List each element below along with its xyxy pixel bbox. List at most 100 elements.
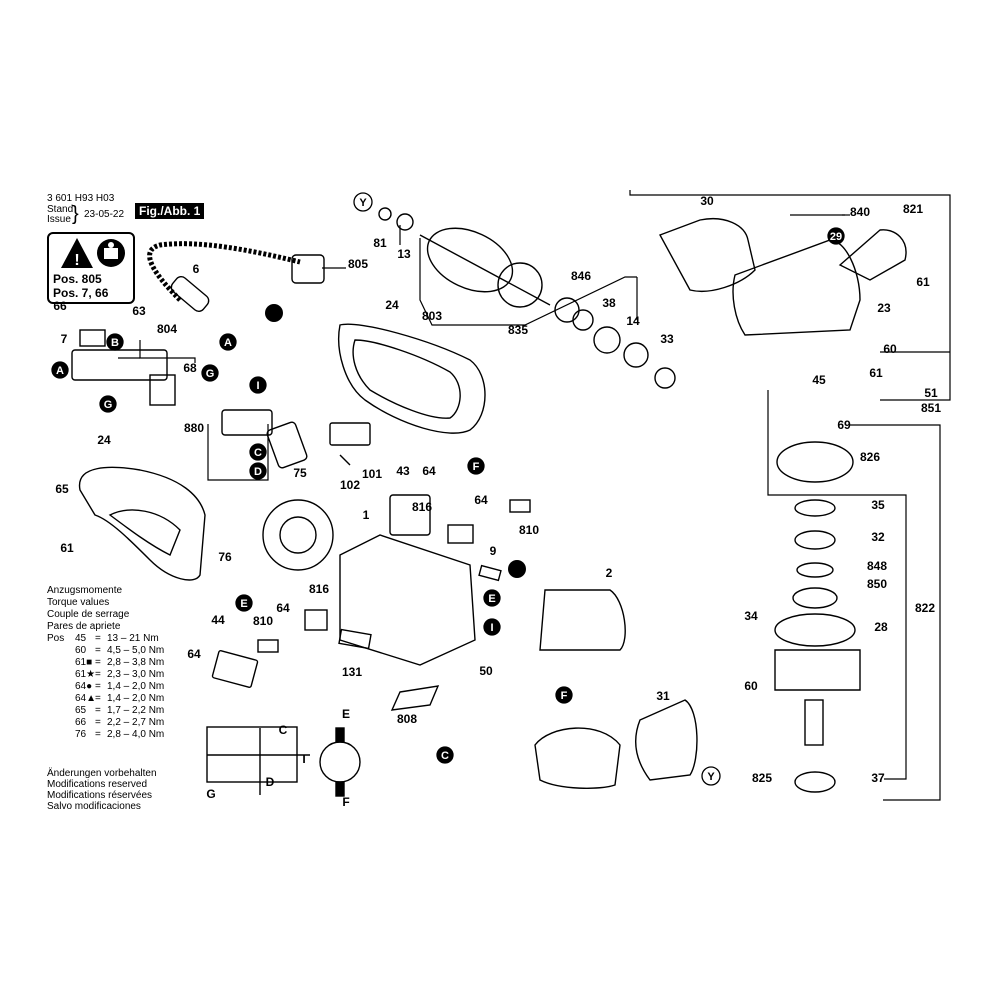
armature-shaft [419, 234, 551, 306]
part-number-label: 81 [373, 236, 387, 250]
notes: Änderungen vorbehalten Modifications res… [47, 768, 157, 812]
callout-marker-f [555, 686, 573, 704]
part-number-label: 808 [397, 712, 417, 726]
note-line: Änderungen vorbehalten [47, 768, 157, 779]
callout-letter: 29 [830, 231, 842, 243]
torque-table: Anzugsmomente Torque values Couple de se… [47, 585, 164, 741]
bearing-14 [593, 326, 621, 354]
switch-block [149, 374, 176, 406]
part-number-label: 60 [883, 342, 897, 356]
part-number-label: 850 [867, 577, 887, 591]
nut-33 [654, 367, 676, 389]
handle-opening [108, 509, 181, 556]
torque-title-3: Couple de serrage [47, 609, 130, 620]
part-number-label: 31 [656, 689, 670, 703]
part-number-label: 7 [61, 332, 68, 346]
part-number-label: 61 [869, 366, 883, 380]
part-number-label: 69 [837, 418, 851, 432]
part-number-label: 102 [340, 478, 360, 492]
spindle-825 [804, 699, 824, 746]
issue-label: Issue [47, 214, 71, 225]
bearing-37 [794, 771, 836, 793]
bearing-flange-28 [774, 613, 856, 647]
torque-eq: = [95, 681, 101, 692]
bearing-flange-body [774, 649, 861, 691]
torque-value: 4,5 – 5,0 Nm [107, 645, 165, 656]
part-number-label: 810 [519, 523, 539, 537]
callout-marker-g [201, 364, 219, 382]
part-number-label: 804 [157, 322, 177, 336]
part-number-label: 60 [744, 679, 758, 693]
torque-title-1: Anzugsmomente [47, 585, 123, 596]
callout-letter: Y [707, 771, 715, 783]
switch-lever-101 [329, 422, 371, 446]
torque-eq: = [95, 717, 101, 728]
torque-title-4: Pares de apriete [47, 621, 121, 632]
callout-letter: I [490, 622, 493, 634]
part-number-label: 24 [385, 298, 399, 312]
callout-letter: G [104, 399, 113, 411]
callout-letter: A [56, 365, 64, 377]
warning-icons: ! [61, 238, 125, 269]
torque-row: 61★=2,3 – 3,0 Nm [47, 669, 164, 681]
ring-846 [554, 297, 580, 323]
callout-marker-d [249, 462, 267, 480]
part-number-label: 64 [187, 647, 201, 661]
callout-letter: E [488, 593, 495, 605]
part-number-label: E [342, 707, 350, 721]
bearing-850 [792, 587, 838, 609]
torque-pos: 61★ [75, 669, 96, 680]
callout-letter: C [441, 750, 449, 762]
part-number-label: 14 [626, 314, 640, 328]
switch-clip [79, 329, 106, 347]
brush-holder-816b [304, 609, 328, 631]
part-number-label: 851 [921, 401, 941, 415]
svg-text:!: ! [74, 252, 79, 269]
callout-letter: I [256, 380, 259, 392]
part-number-label: 24 [97, 433, 111, 447]
torque-eq: = [95, 669, 101, 680]
torque-pos: 61■ [75, 657, 93, 668]
part-number-label: F [342, 795, 349, 809]
part-number-label: 37 [871, 771, 885, 785]
torque-pos-label: Pos [47, 633, 65, 644]
part-number-label: 816 [309, 582, 329, 596]
torque-pos: 66 [75, 717, 87, 728]
leader-line [767, 390, 907, 780]
warning-box: ! Pos. 805 Pos. 7, 66 [47, 232, 135, 304]
torque-eq: = [95, 657, 101, 668]
part-number-label: 28 [874, 620, 888, 634]
part-number-label: 66 [53, 299, 67, 313]
torque-value: 13 – 21 Nm [107, 633, 159, 644]
gear-cover-30 [658, 218, 756, 292]
part-number-label: 821 [903, 202, 923, 216]
armature-fan [497, 262, 543, 308]
part-number-label: I [302, 752, 305, 766]
part-number-label: C [279, 723, 288, 737]
callout-marker-g [99, 395, 117, 413]
note-line: Modifications reserved [47, 779, 148, 790]
torque-row: 60=4,5 – 5,0 Nm [47, 645, 164, 657]
part-number-label: 840 [850, 205, 870, 219]
callout-letter: D [254, 466, 262, 478]
leader-line [629, 190, 951, 401]
circlip-848 [796, 562, 834, 578]
brush-holder-43 [389, 494, 431, 536]
part-number-label: 826 [860, 450, 880, 464]
circuit-field-f [335, 781, 345, 797]
part-number-label: 44 [211, 613, 225, 627]
switch-housing [71, 349, 168, 381]
warning-line-1: Pos. 805 [53, 272, 102, 286]
callout-marker-y [353, 192, 373, 212]
leader-lines [118, 190, 951, 801]
stand-label: Stand [47, 204, 74, 215]
parts-layer [71, 207, 907, 797]
torque-value: 2,2 – 2,7 Nm [107, 717, 165, 728]
part-number-label: 846 [571, 269, 591, 283]
bearing-81 [378, 207, 392, 221]
part-number-label: 803 [422, 309, 442, 323]
callout-letter: G [206, 368, 215, 380]
figure-label: Fig./Abb. 1 [135, 203, 205, 219]
